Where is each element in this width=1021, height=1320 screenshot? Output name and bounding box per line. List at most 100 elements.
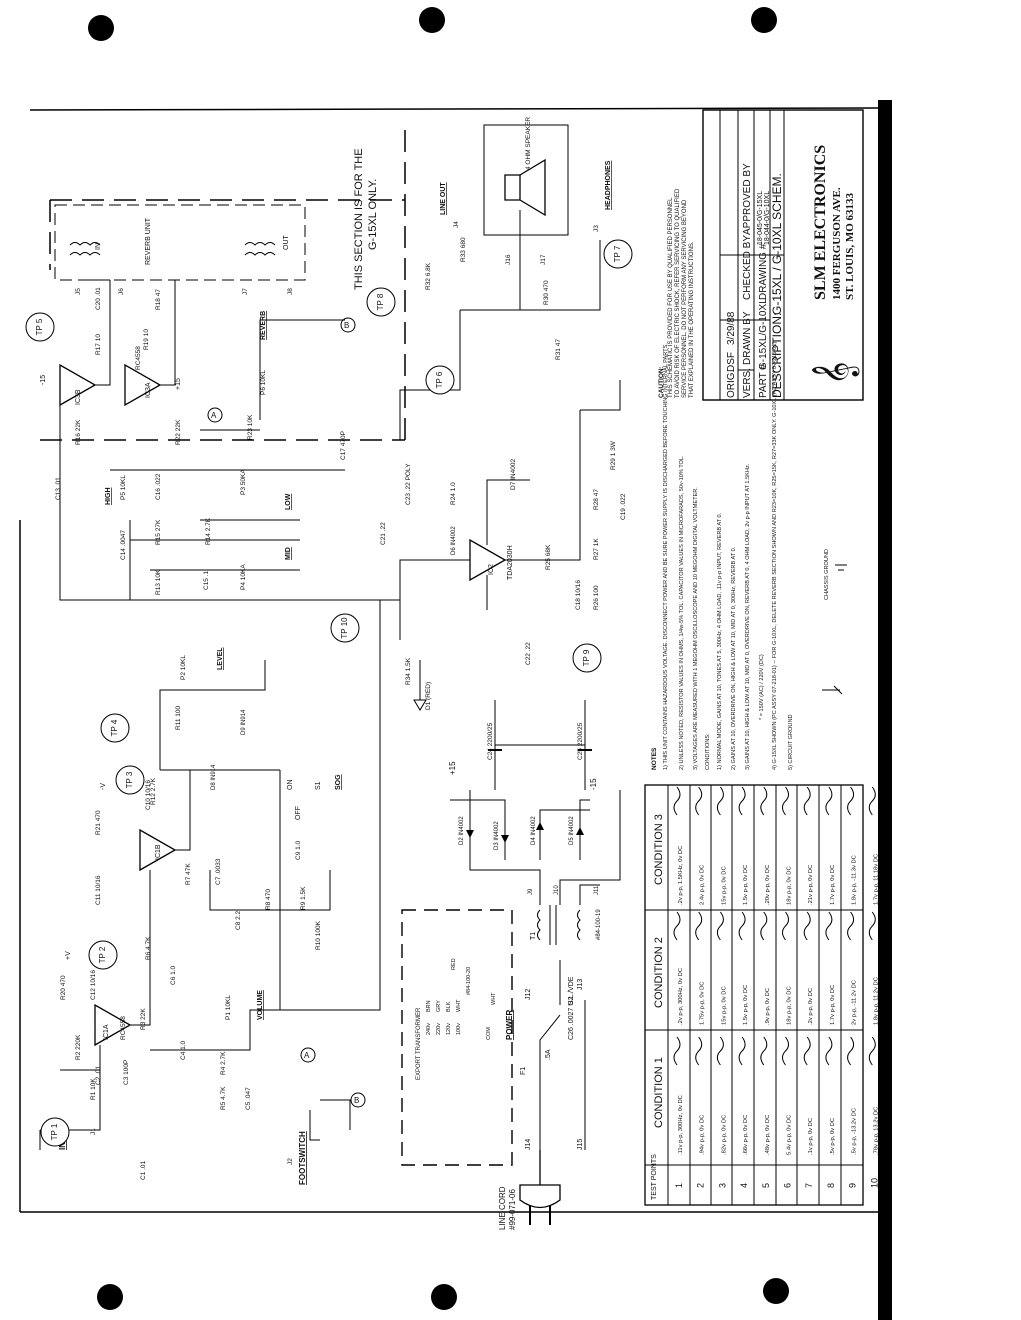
node-marker-b: B B — [340, 317, 366, 1108]
components-node-a-label: A — [211, 411, 217, 420]
components-r24-label: R24 1.0 — [450, 482, 457, 505]
circuit-drawing: ORIG. DSF 3/29/88 VERS. DRAWN BY CHECKED… — [39, 109, 879, 1230]
border-top — [29, 107, 879, 111]
tp-row-6-c3: 18v p-p, 0v DC — [787, 866, 793, 905]
components-c25-label: C25 2200/25 — [577, 722, 584, 760]
tp-row-4-c3: 1.5v p-p, 0v DC — [743, 865, 749, 905]
waveform-icon — [803, 1036, 811, 1066]
th-cond-1: CONDITION 1 — [653, 1057, 665, 1128]
waveform-icon — [782, 911, 789, 941]
power-label: POWER — [505, 1010, 514, 1040]
components-d8-label: D8 IN914 — [211, 764, 217, 790]
components-c20-label: C20 .01 — [95, 287, 102, 310]
components-j17-label: J17 — [540, 254, 547, 265]
tp-row-1-c1: .11v p-p, 300Hz, 0v DC — [678, 1095, 684, 1155]
test-points-2-label: TP 3 — [125, 771, 134, 788]
tp-row-1-tp: 1 — [674, 1183, 684, 1188]
tp-row-8-c1: .5v p-p, 0v DC — [830, 1118, 836, 1155]
components-r21-label: R21 470 — [95, 810, 102, 835]
punch-hole — [97, 1284, 123, 1310]
waveform-icon — [738, 911, 746, 941]
components-plus15-label: +15 — [448, 761, 457, 775]
components-c24-label: C24 2200/25 — [487, 722, 494, 760]
tp-row-3-c3: 15v p-p, 0v DC — [721, 866, 727, 905]
level-label: LEVEL — [217, 647, 224, 670]
tp-row-4-c2: 1.5v p-p, 0v DC — [743, 985, 749, 1025]
note-chassis: CHASSIS GROUND — [824, 549, 830, 600]
test-point-4: TP 4 — [100, 713, 130, 743]
components-ic1a-label: IC1A — [103, 1024, 110, 1040]
components-tx-v2-label: 220v — [436, 1023, 442, 1035]
components-r29-label: R29 1 3W — [610, 440, 617, 470]
line-cord-label: LINE CORD — [498, 1186, 507, 1230]
components-c9-label: C9 1.0 — [295, 840, 302, 860]
components-j1-label: J1 — [90, 1128, 97, 1135]
note-condition-2: 2) GAINS AT 10, OVERDRIVE ON, HIGH & LOW… — [731, 546, 737, 770]
components-r8-label: R8 470 — [265, 889, 272, 910]
waveform-icon — [695, 1036, 703, 1066]
components-d1-label: D1 (RED) — [425, 682, 432, 710]
note-star: * = 150V (AC) / 220V (DC) — [759, 654, 765, 720]
waveform-icon — [716, 786, 724, 816]
section-note-1: THIS SECTION IS FOR THE — [353, 148, 365, 290]
export-transformer-label: EXPORT TRANSFORMER — [416, 1007, 422, 1080]
notes-block: NOTES 1) THIS UNIT CONTAINS HAZARDOUS VO… — [651, 342, 847, 770]
punch-hole — [763, 1278, 789, 1304]
waveform-icon — [716, 911, 724, 941]
waveform-icon — [803, 911, 811, 941]
waveform-icon — [803, 786, 811, 816]
components-c8-label: C8 2.2 — [235, 910, 242, 930]
tp-row-2-tp: 2 — [696, 1183, 706, 1188]
components-p6-label: P6 10KL — [260, 370, 267, 395]
tp-row-1-c3: .2v p-p, 1.5KHz, 0v DC — [678, 846, 684, 905]
waveform-icon — [673, 786, 681, 816]
note-conditions: CONDITIONS: — [705, 733, 711, 770]
components-p3-label: P3 50KA — [240, 469, 247, 495]
components-r20-label: R20 470 — [60, 975, 67, 1000]
test-points-1-label: TP 2 — [98, 946, 107, 963]
components-d3-label: D3 IN4002 — [494, 821, 500, 850]
components-node-b-label: B — [354, 1096, 359, 1105]
components-j9-label: J9 — [528, 888, 534, 895]
caution-heading: CAUTION: — [658, 366, 665, 398]
tp-row-9-c3: 1.8v p-p, -11.3v DC — [852, 855, 858, 905]
th-test: TEST POINTS — [651, 1154, 658, 1200]
components-c15-label: C15 .1 — [203, 570, 210, 590]
controls-on-label: ON — [287, 780, 294, 791]
components-r17-label: R17 10 — [95, 334, 102, 355]
waveform-icon — [760, 786, 768, 816]
test-points-6-label: TP 7 — [613, 245, 622, 262]
components-tx-pn-label: #84-100-20 — [466, 967, 472, 995]
tp-row-8-c2: 1.7v p-p, 0v DC — [830, 985, 836, 1025]
title-block: ORIG. DSF 3/29/88 VERS. DRAWN BY CHECKED… — [702, 109, 864, 401]
components-r31-label: R31 47 — [555, 339, 562, 360]
test-points-7-label: TP 8 — [376, 293, 385, 310]
waveform-icon — [738, 1036, 746, 1066]
components-t1-label: T1 — [530, 932, 537, 940]
components-r2-label: R2 220K — [75, 1034, 82, 1060]
components-r25-label: R25 68K — [545, 544, 552, 570]
components-tx-c1-label: BRN — [426, 1000, 432, 1012]
components-plusv-label: +V — [65, 951, 72, 960]
tp-row-5-c1: .48v p-p, 0v DC — [765, 1115, 771, 1155]
tp-row-1-c2: .2v p-p, 300Hz, 0v DC — [678, 968, 684, 1025]
note-1: 1) THIS UNIT CONTAINS HAZARDOUS VOLTAGE.… — [663, 343, 669, 770]
components-r12-label: R12 2.7K — [150, 777, 157, 805]
tp-row-6-c1: 5.4v p-p, 0v DC — [787, 1115, 793, 1155]
test-point-8: TP 8 — [366, 287, 396, 317]
punch-hole — [419, 7, 445, 33]
components-c5-label: C5 .047 — [245, 1087, 252, 1110]
tp-row-9-tp: 9 — [848, 1183, 858, 1188]
components-c13-label: C13 .01 — [55, 477, 62, 500]
tp-row-7-tp: 7 — [804, 1183, 814, 1188]
components-r32-label: R32 6.8K — [425, 262, 432, 290]
components-tx-c4-label: WHT — [491, 992, 497, 1005]
components-r11-label: R11 100 — [175, 706, 182, 730]
components-r30-label: R30 470 — [543, 280, 550, 305]
components-r23-label: R23 10K — [247, 414, 254, 440]
tp-row-10-c2: 1.8v p-p, 11.2v DC — [873, 977, 879, 1025]
components-p4-label: P4 10KA — [240, 564, 247, 590]
components-tx-c3-label: BLK — [446, 1001, 452, 1012]
tp-row-10-tp: 10 — [869, 1178, 879, 1188]
tp-row-10-c3: 1.7v p-p, 11.18v DC — [873, 854, 879, 905]
